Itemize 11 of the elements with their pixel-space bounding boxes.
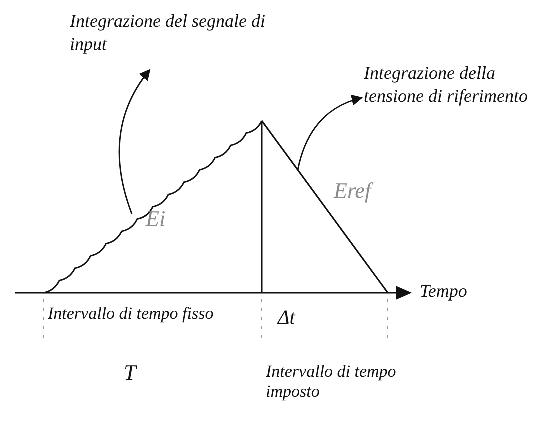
axis-annotation: Δt (278, 306, 296, 330)
axis-annotation: Intervallo di tempo imposto (266, 362, 398, 403)
axis-annotation: T (124, 360, 136, 386)
annotation-text: Integrazione della tensione di riferimento (362, 60, 538, 154)
annotation-text: Integrazione del segnale di input (68, 8, 282, 74)
leader-arrow (297, 95, 364, 170)
leader-arrow (118, 69, 151, 214)
axis-annotation: Ei (146, 206, 166, 232)
axis-annotation: Eref (334, 178, 372, 204)
axis-annotation: Intervallo di tempo fisso (48, 304, 215, 324)
axis-annotation: Tempo (420, 281, 468, 303)
